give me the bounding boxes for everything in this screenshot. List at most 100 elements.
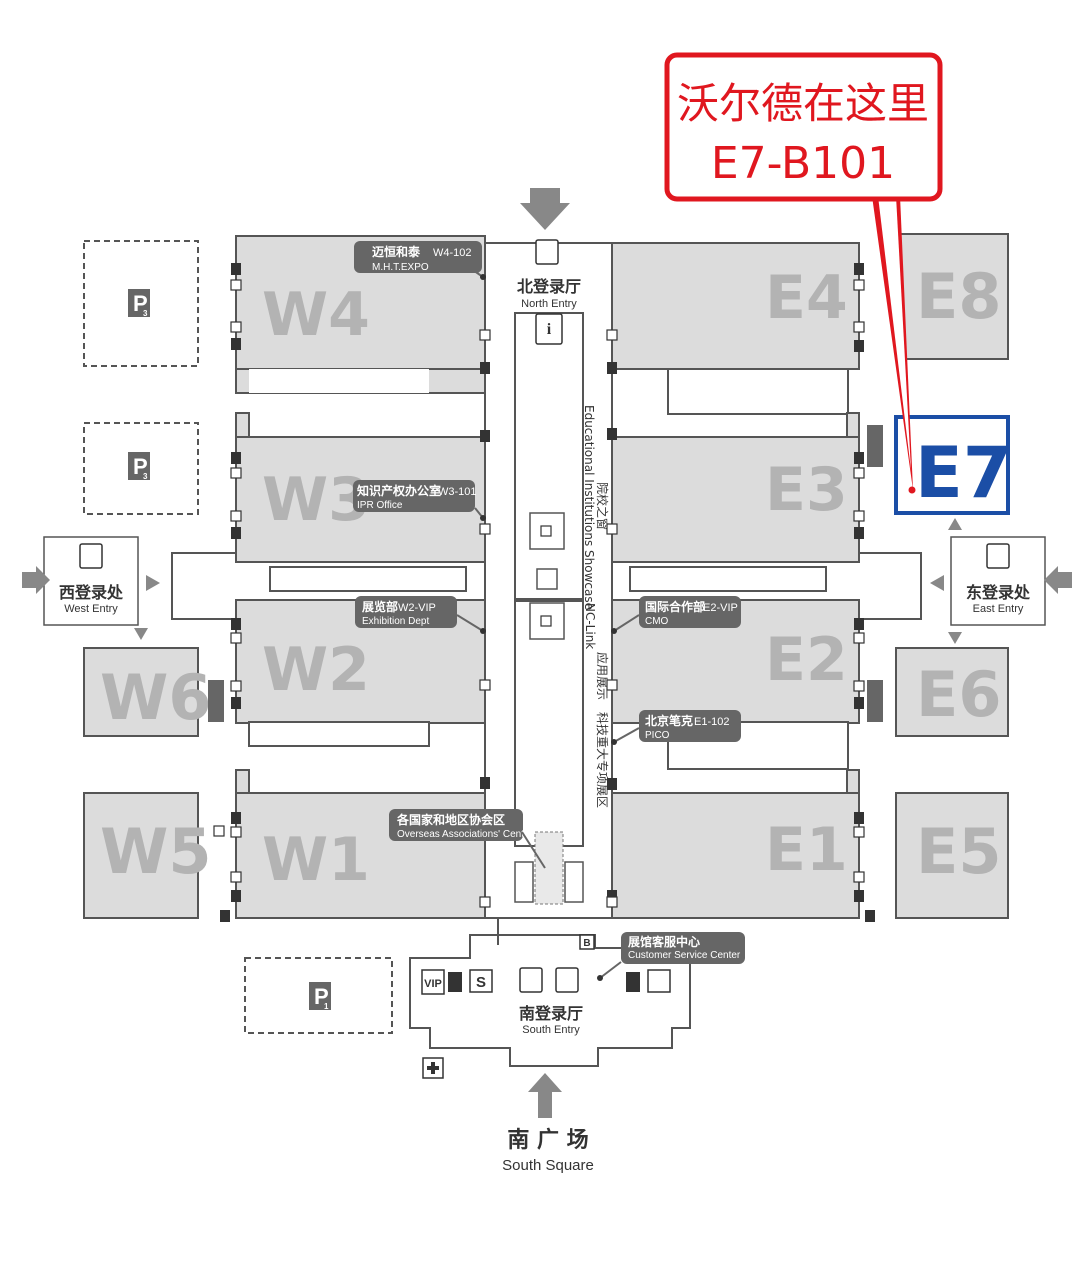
hall-w5[interactable]: W5: [83, 792, 212, 919]
arrow-down-icon: [134, 628, 148, 640]
hall-w1[interactable]: W1: [235, 769, 486, 919]
hall-e5[interactable]: E5: [895, 792, 1009, 919]
svg-text:Exhibition Dept: Exhibition Dept: [362, 616, 429, 627]
callout-pointer: [872, 196, 913, 490]
svg-text:Educational Institutions Showc: Educational Institutions Showcase: [582, 405, 596, 610]
hall-e3[interactable]: E3: [611, 412, 860, 563]
callout-w1[interactable]: 各国家和地区协会区 Overseas Associations' Center: [389, 809, 546, 869]
svg-text:展馆客服中心: 展馆客服中心: [628, 934, 700, 949]
svg-text:CMO: CMO: [645, 616, 669, 627]
svg-text:i: i: [547, 321, 552, 338]
arrow-right-icon: [146, 575, 160, 591]
restroom-icon: [626, 972, 640, 992]
svg-text:东登录处: 东登录处: [966, 583, 1031, 602]
shuttle-icon: [469, 969, 493, 993]
cross-corridor: [171, 552, 922, 620]
north-entry[interactable]: 北登录厅 North Entry i: [517, 188, 581, 345]
parking-icon: P 3: [128, 289, 150, 318]
hall-e1[interactable]: E1: [611, 769, 860, 919]
restroom-icon: [448, 972, 462, 992]
east-entry[interactable]: 东登录处 East Entry: [930, 518, 1072, 644]
registration-icon: [79, 543, 103, 569]
hall-e4[interactable]: E4: [611, 242, 860, 370]
hall-w6[interactable]: W6: [83, 647, 212, 737]
svg-text:W1: W1: [262, 825, 370, 895]
svg-text:南 广 场: 南 广 场: [507, 1127, 588, 1153]
svg-text:B: B: [583, 938, 590, 949]
hall-e7-highlight[interactable]: E7: [894, 415, 1012, 515]
west-entry[interactable]: 西登录处 West Entry: [22, 536, 160, 640]
b-marker: [579, 934, 595, 950]
callout-line2: E7-B101: [711, 138, 895, 189]
svg-text:E2-VIP: E2-VIP: [703, 602, 738, 614]
svg-text:North Entry: North Entry: [521, 298, 577, 310]
arrow-in-icon: [1044, 566, 1072, 594]
arrow-down-icon: [948, 632, 962, 644]
callout-e1[interactable]: 北京笔克 E1-102 PICO: [611, 710, 741, 745]
svg-text:3: 3: [143, 309, 148, 318]
svg-text:Customer Service Center: Customer Service Center: [628, 950, 741, 961]
svg-text:Overseas Associations' Center: Overseas Associations' Center: [397, 829, 534, 840]
callout-w3[interactable]: 知识产权办公室 W3-101 IPR Office: [353, 480, 486, 521]
svg-text:W4-102: W4-102: [433, 247, 472, 259]
e4-notch: [667, 368, 849, 415]
arrow-up-icon: [948, 518, 962, 530]
svg-text:M.H.T.EXPO: M.H.T.EXPO: [372, 262, 429, 273]
svg-text:E7: E7: [915, 432, 1012, 514]
svg-text:IPR Office: IPR Office: [357, 500, 403, 511]
registration-icon: [555, 967, 579, 993]
svg-text:P: P: [314, 984, 329, 1009]
svg-text:科技重大专项展区: 科技重大专项展区: [595, 712, 610, 808]
svg-text:W5: W5: [100, 815, 212, 888]
svg-text:S: S: [476, 974, 486, 991]
parking-p3-middle: P 3: [83, 422, 199, 515]
vip-icon: [421, 969, 445, 995]
svg-text:西登录处: 西登录处: [59, 583, 124, 602]
svg-text:北登录厅: 北登录厅: [517, 277, 581, 296]
info-icon: [535, 313, 563, 345]
svg-text:E6: E6: [916, 658, 1002, 731]
svg-text:P: P: [133, 291, 148, 316]
callout-w2[interactable]: 展览部 W2-VIP Exhibition Dept: [355, 596, 486, 634]
svg-text:E1-102: E1-102: [694, 716, 729, 728]
svg-text:West Entry: West Entry: [64, 603, 118, 615]
callout-service-center[interactable]: 展馆客服中心 Customer Service Center: [597, 932, 745, 981]
svg-text:E5: E5: [916, 815, 1002, 888]
svg-text:各国家和地区协会区: 各国家和地区协会区: [396, 812, 505, 827]
callout-w4[interactable]: 迈恒和泰 W4-102 M.H.T.EXPO: [354, 241, 486, 280]
location-dot: [908, 486, 916, 494]
corridor-labels: 院校之窗 Educational Institutions Showcase N…: [582, 405, 610, 808]
south-entry-building[interactable]: 南登录厅 South Entry VIP S B: [409, 917, 691, 1067]
custom-icon: [647, 969, 671, 993]
svg-text:知识产权办公室: 知识产权办公室: [356, 483, 441, 498]
parking-icon: P 1: [309, 982, 331, 1011]
arrow-up-icon: [528, 1073, 562, 1118]
svg-text:NC-Link: NC-Link: [583, 603, 597, 649]
svg-text:南登录厅: 南登录厅: [519, 1004, 583, 1023]
parking-p3-top: P 3: [83, 240, 199, 367]
svg-text:W2-VIP: W2-VIP: [398, 602, 436, 614]
hall-e6[interactable]: E6: [895, 647, 1009, 737]
svg-text:W4: W4: [262, 280, 370, 350]
svg-text:3: 3: [143, 472, 148, 481]
parking-p1-south: P 1: [244, 957, 393, 1034]
svg-text:迈恒和泰: 迈恒和泰: [372, 244, 421, 259]
registration-icon: [535, 239, 559, 265]
callout-e2[interactable]: 国际合作部 E2-VIP CMO: [611, 596, 741, 634]
svg-text:E1: E1: [765, 815, 848, 885]
hall-e8[interactable]: E8: [895, 233, 1009, 360]
registration-icon: [986, 543, 1010, 569]
svg-text:PICO: PICO: [645, 730, 670, 741]
svg-text:E2: E2: [765, 625, 848, 695]
svg-text:E8: E8: [916, 260, 1002, 333]
svg-text:South Square: South Square: [502, 1157, 594, 1174]
svg-text:W6: W6: [100, 661, 212, 734]
svg-text:院校之窗: 院校之窗: [595, 482, 610, 530]
svg-text:北京笔克: 北京笔克: [645, 713, 693, 728]
first-aid-icon: [422, 1057, 444, 1079]
facility-markers: [208, 263, 883, 922]
south-square: 南 广 场 South Square: [502, 1073, 594, 1174]
svg-text:W3: W3: [262, 465, 370, 535]
svg-text:1: 1: [324, 1002, 329, 1011]
